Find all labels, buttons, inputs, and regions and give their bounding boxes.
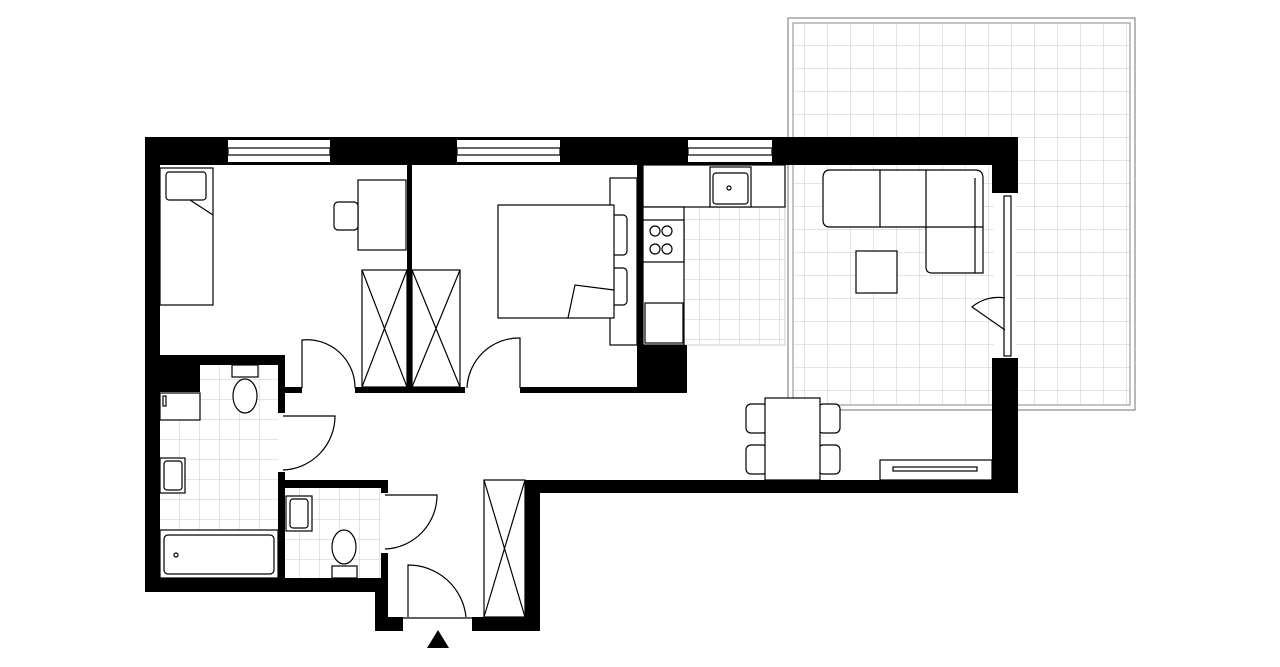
- kitchen-tiles: [683, 206, 786, 346]
- kitchen-furniture: [642, 164, 786, 346]
- windows: [227, 140, 1016, 358]
- doors[interactable]: [282, 296, 1006, 619]
- entrance-door: [407, 564, 467, 618]
- toilet-tank: [231, 364, 259, 378]
- coffee-table: [855, 250, 898, 294]
- bedroom1-door: [301, 339, 356, 389]
- wc-fixtures: [285, 495, 358, 579]
- entrance-arrow-icon: [427, 630, 449, 648]
- sofa-icon: [822, 169, 984, 274]
- bedroom-2-furniture: [497, 177, 638, 346]
- hall-closet: [483, 479, 526, 618]
- wc-door: [384, 494, 438, 550]
- tv-icon: [892, 466, 978, 472]
- terrace: [787, 17, 1136, 411]
- bedroom-1-furniture: [159, 167, 461, 388]
- bathroom-fixtures: [159, 364, 279, 579]
- toilet-icon: [232, 378, 258, 414]
- fridge-icon: [644, 302, 684, 344]
- bedroom2-door: [466, 337, 521, 389]
- bathtub-icon: [159, 529, 279, 579]
- stove-icon: [642, 219, 685, 263]
- balcony-door: [971, 296, 1006, 331]
- bathroom-door: [282, 415, 336, 471]
- washing-machine-icon: [159, 392, 201, 421]
- dining-table: [764, 397, 821, 481]
- living-furniture: [745, 169, 993, 481]
- wc-toilet-icon: [331, 529, 357, 565]
